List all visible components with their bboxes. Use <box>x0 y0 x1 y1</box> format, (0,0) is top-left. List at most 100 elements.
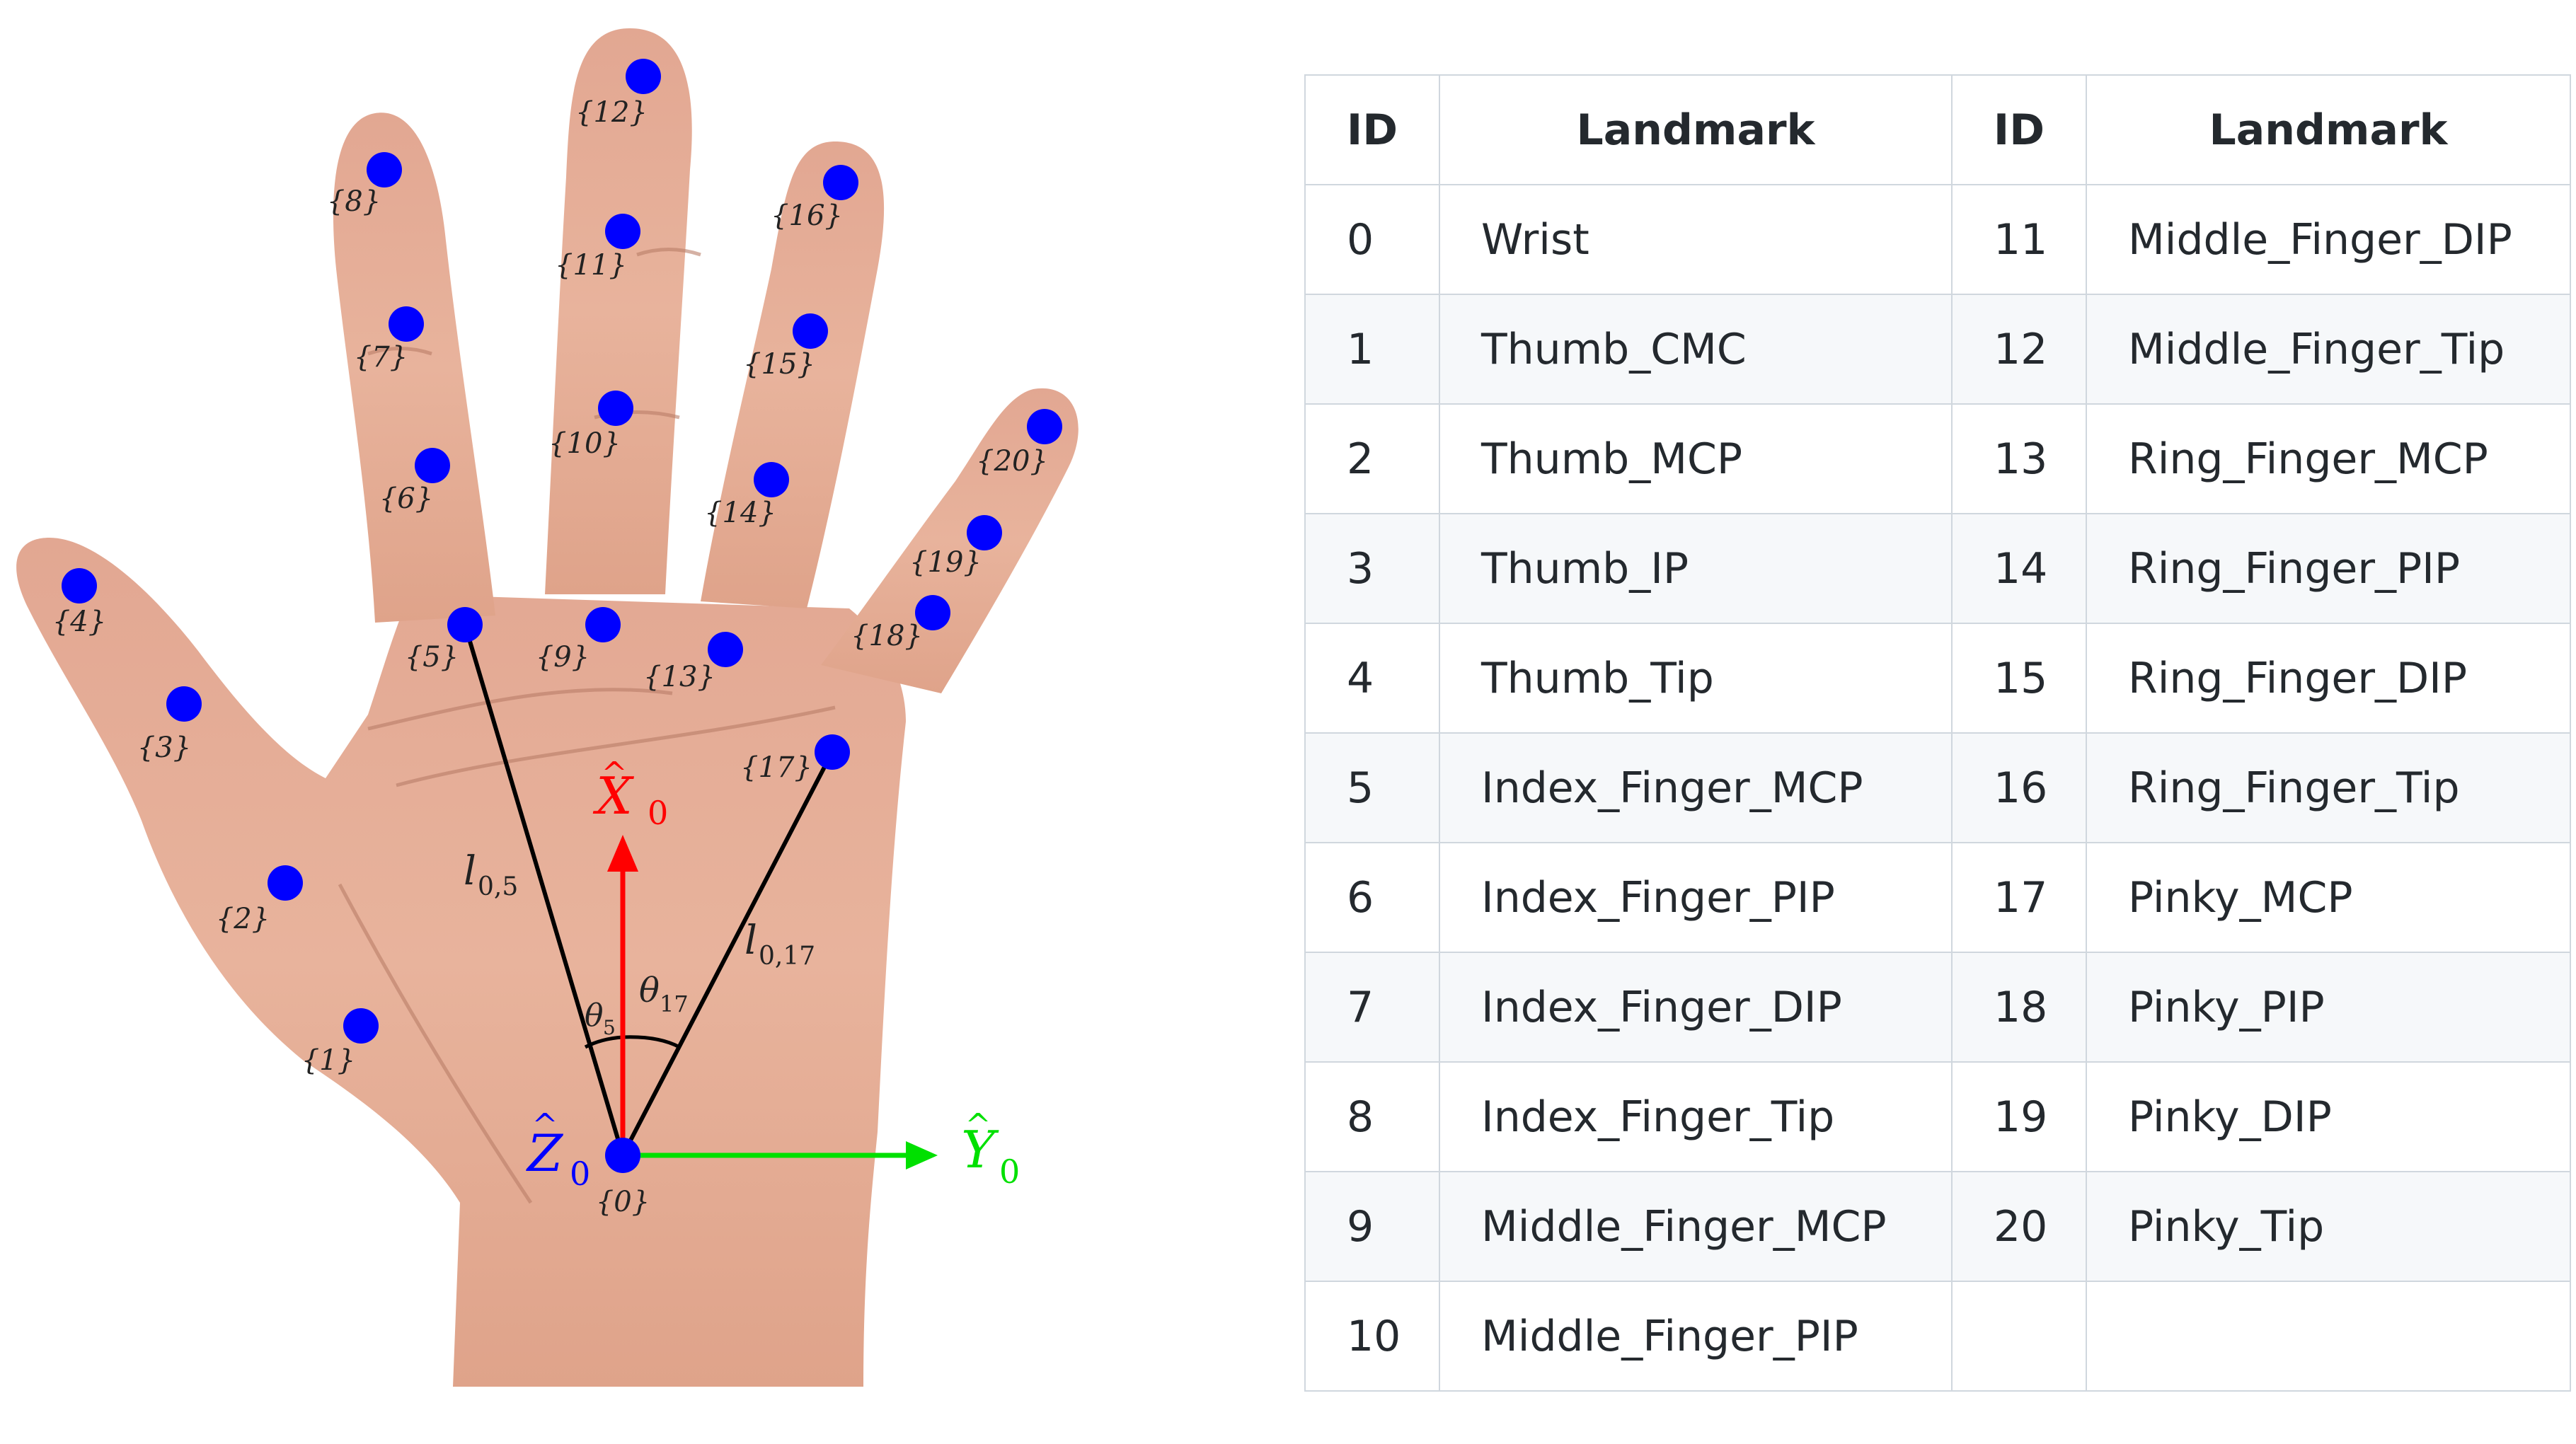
table-row: 3 Thumb_IP 14 Ring_Finger_PIP <box>1304 513 2571 624</box>
svg-text:0: 0 <box>999 1153 1020 1191</box>
row-id-left: 0 <box>1304 184 1440 295</box>
row-landmark-right: Ring_Finger_DIP <box>2086 623 2571 734</box>
landmark-label-15: {15} <box>743 348 815 381</box>
landmark-12 <box>626 59 661 94</box>
row-landmark-right: Pinky_MCP <box>2086 842 2571 953</box>
row-id-right: 14 <box>1951 513 2087 624</box>
row-landmark-left: Index_Finger_PIP <box>1439 842 1953 953</box>
svg-text:l: l <box>744 918 757 964</box>
row-landmark-right: Pinky_DIP <box>2086 1061 2571 1172</box>
landmark-label-16: {16} <box>771 200 843 232</box>
table-row: 5 Index_Finger_MCP 16 Ring_Finger_Tip <box>1304 732 2571 843</box>
landmark-label-9: {9} <box>536 641 590 674</box>
svg-text:θ: θ <box>585 998 604 1034</box>
svg-text:Z: Z <box>526 1124 564 1183</box>
row-landmark-left: Wrist <box>1439 184 1953 295</box>
row-landmark-left: Thumb_CMC <box>1439 294 1953 405</box>
landmark-label-13: {13} <box>643 661 715 693</box>
row-landmark-left: Index_Finger_DIP <box>1439 952 1953 1063</box>
landmark-0 <box>605 1138 640 1173</box>
landmark-label-20: {20} <box>976 445 1048 478</box>
hand-landmark-figure: {0} {1} {2} {3} {4} {5} {6} {7} {8} {9} … <box>0 0 1274 1441</box>
landmark-13 <box>708 632 743 667</box>
row-id-left: 6 <box>1304 842 1440 953</box>
landmark-label-8: {8} <box>327 185 381 218</box>
row-id-left: 7 <box>1304 952 1440 1063</box>
row-id-left: 1 <box>1304 294 1440 405</box>
hand-diagram: {0} {1} {2} {3} {4} {5} {6} {7} {8} {9} … <box>16 28 1079 1387</box>
angle-arc-theta5 <box>584 1035 623 1049</box>
landmark-label-19: {19} <box>909 546 982 579</box>
row-landmark-left: Middle_Finger_MCP <box>1439 1171 1953 1282</box>
header-landmark-left: Landmark <box>1439 74 1953 185</box>
row-landmark-right: Middle_Finger_Tip <box>2086 294 2571 405</box>
x-axis-arrowhead <box>607 835 638 872</box>
row-id-right: 20 <box>1951 1171 2087 1282</box>
row-id-left: 8 <box>1304 1061 1440 1172</box>
row-id-left: 4 <box>1304 623 1440 734</box>
row-id-right: 17 <box>1951 842 2087 953</box>
svg-text:0: 0 <box>648 794 668 832</box>
segment-l017 <box>621 751 834 1157</box>
landmark-label-3: {3} <box>137 732 191 764</box>
landmark-20 <box>1027 409 1062 444</box>
landmark-4 <box>62 568 97 603</box>
landmark-label-7: {7} <box>354 341 408 374</box>
row-id-left: 10 <box>1304 1281 1440 1392</box>
landmark-18 <box>915 595 950 630</box>
landmark-labels: {0} {1} {2} {3} {4} {5} {6} {7} {8} {9} … <box>52 96 1048 1218</box>
landmark-8 <box>367 152 402 187</box>
row-landmark-right: Ring_Finger_PIP <box>2086 513 2571 624</box>
svg-text:0,17: 0,17 <box>759 942 815 971</box>
segment-label-l017: l 0,17 <box>744 918 815 971</box>
table-row: 7 Index_Finger_DIP 18 Pinky_PIP <box>1304 952 2571 1063</box>
table-row: 1 Thumb_CMC 12 Middle_Finger_Tip <box>1304 294 2571 405</box>
landmark-label-18: {18} <box>851 620 923 652</box>
hand-silhouette <box>16 28 1079 1387</box>
table-row: 8 Index_Finger_Tip 19 Pinky_DIP <box>1304 1061 2571 1172</box>
z-axis-label: ^ Z 0 <box>526 1107 590 1193</box>
landmark-17 <box>815 734 850 770</box>
row-landmark-right: Pinky_PIP <box>2086 952 2571 1063</box>
row-landmark-left: Index_Finger_Tip <box>1439 1061 1953 1172</box>
landmark-19 <box>967 515 1002 550</box>
table-row: 9 Middle_Finger_MCP 20 Pinky_Tip <box>1304 1171 2571 1282</box>
landmark-label-6: {6} <box>379 483 433 515</box>
landmark-6 <box>415 448 450 483</box>
row-landmark-right: Pinky_Tip <box>2086 1171 2571 1282</box>
landmark-label-0: {0} <box>596 1186 650 1218</box>
landmark-7 <box>389 306 424 342</box>
row-id-right: 16 <box>1951 732 2087 843</box>
landmark-table-container: ID Landmark ID Landmark 0 Wrist 11 Middl… <box>1304 74 2571 1392</box>
header-id-left: ID <box>1304 74 1440 185</box>
row-landmark-left: Middle_Finger_PIP <box>1439 1281 1953 1392</box>
table-row: 10 Middle_Finger_PIP <box>1304 1281 2571 1392</box>
table-row: 4 Thumb_Tip 15 Ring_Finger_DIP <box>1304 623 2571 734</box>
landmark-10 <box>598 391 633 426</box>
landmark-16 <box>823 165 858 200</box>
row-landmark-left: Thumb_Tip <box>1439 623 1953 734</box>
palm-creases <box>338 248 836 1204</box>
row-landmark-left: Thumb_MCP <box>1439 403 1953 514</box>
landmark-points <box>62 59 1062 1173</box>
row-landmark-left: Thumb_IP <box>1439 513 1953 624</box>
landmark-15 <box>793 313 828 349</box>
row-landmark-right: Ring_Finger_Tip <box>2086 732 2571 843</box>
row-id-right: 18 <box>1951 952 2087 1063</box>
landmark-label-10: {10} <box>548 427 621 460</box>
row-id-left: 5 <box>1304 732 1440 843</box>
svg-text:θ: θ <box>639 971 660 1010</box>
landmark-label-2: {2} <box>216 903 270 935</box>
segment-l05 <box>463 624 625 1156</box>
svg-text:X: X <box>592 766 634 826</box>
landmark-1 <box>343 1008 379 1044</box>
landmark-11 <box>605 214 640 249</box>
svg-text:^: ^ <box>602 756 628 792</box>
segment-label-l05: l 0,5 <box>464 848 518 901</box>
header-landmark-right: Landmark <box>2086 74 2571 185</box>
landmark-label-17: {17} <box>740 751 812 784</box>
row-id-left: 9 <box>1304 1171 1440 1282</box>
landmark-14 <box>754 462 789 497</box>
svg-text:17: 17 <box>660 990 689 1017</box>
landmark-3 <box>166 686 202 722</box>
